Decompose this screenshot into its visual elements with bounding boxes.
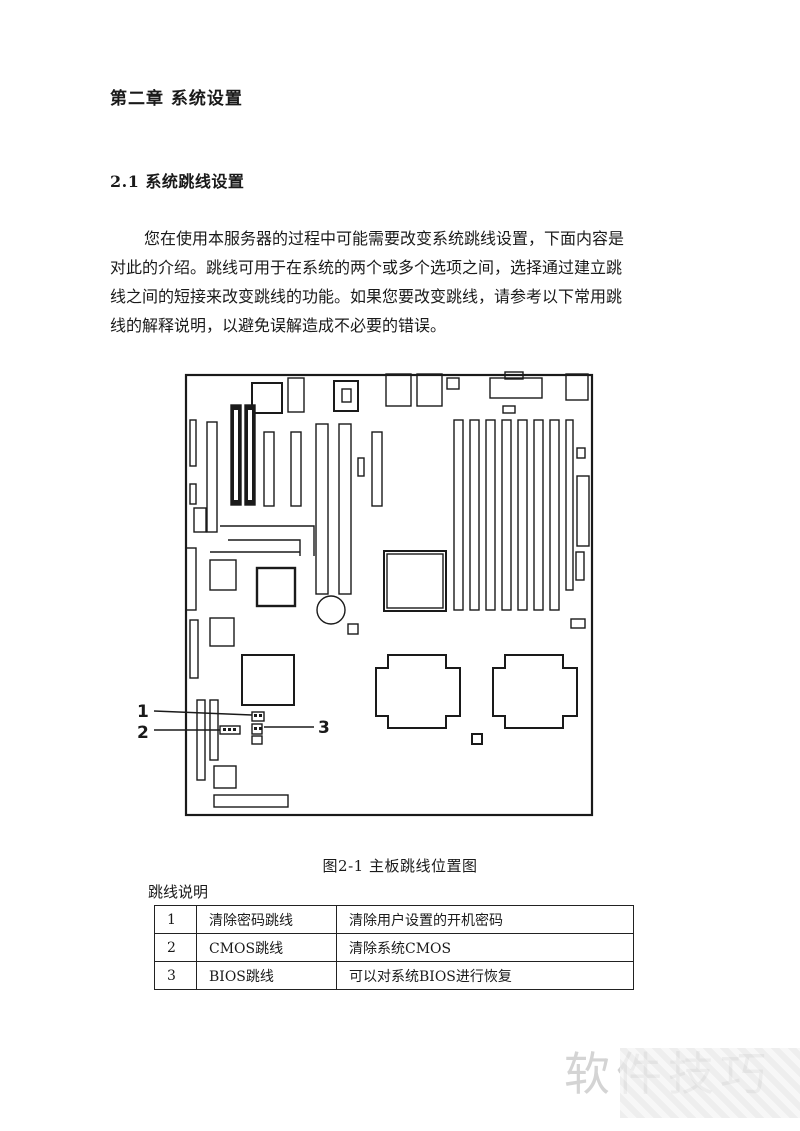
intro-paragraph: 您在使用本服务器的过程中可能需要改变系统跳线设置，下面内容是 对此的介绍。跳线可… (110, 224, 692, 340)
paragraph-line: 您在使用本服务器的过程中可能需要改变系统跳线设置，下面内容是 (144, 229, 625, 248)
table-cell: CMOS跳线 (196, 933, 337, 962)
table-cell: 2 (154, 933, 197, 962)
paragraph-line: 线的解释说明，以避免误解造成不必要的错误。 (110, 316, 447, 335)
table-cell: 1 (154, 905, 197, 934)
chapter-title: 第二章 系统设置 (110, 89, 243, 109)
table-cell: 清除系统CMOS (336, 933, 634, 962)
paragraph-line: 线之间的短接来改变跳线的功能。如果您要改变跳线，请参考以下常用跳 (110, 287, 623, 306)
callout-2: 2 (137, 723, 149, 743)
section-title: 2.1 系统跳线设置 (110, 172, 245, 191)
table-cell: 清除密码跳线 (196, 905, 337, 934)
callout-3: 3 (318, 718, 330, 738)
callout-1: 1 (137, 702, 149, 722)
paragraph-line: 对此的介绍。跳线可用于在系统的两个或多个选项之间，选择通过建立跳 (110, 258, 623, 277)
table-row: 2 CMOS跳线 清除系统CMOS (154, 933, 634, 962)
figure-caption: 图2-1 主板跳线位置图 (322, 857, 478, 875)
table-cell: 可以对系统BIOS进行恢复 (336, 961, 634, 990)
watermark-blur (620, 1048, 800, 1118)
jumper-table: 1 清除密码跳线 清除用户设置的开机密码 2 CMOS跳线 清除系统CMOS 3… (154, 905, 634, 990)
table-cell: BIOS跳线 (196, 961, 337, 990)
table-row: 1 清除密码跳线 清除用户设置的开机密码 (154, 905, 634, 934)
table-cell: 清除用户设置的开机密码 (336, 905, 634, 934)
table-cell: 3 (154, 961, 197, 990)
table-row: 3 BIOS跳线 可以对系统BIOS进行恢复 (154, 961, 634, 990)
motherboard-diagram: 1 2 3 (137, 371, 594, 817)
table-title: 跳线说明 (148, 883, 209, 901)
watermark: 软件技巧 (560, 1030, 800, 1130)
